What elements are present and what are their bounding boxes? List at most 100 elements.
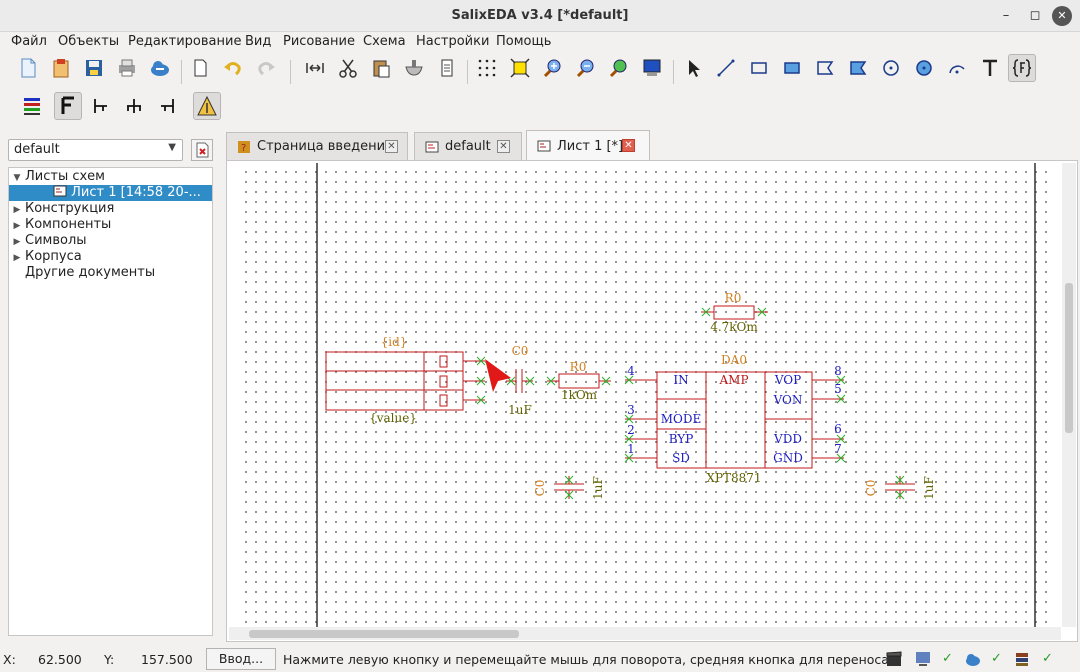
warning-road-icon[interactable] — [193, 92, 221, 120]
network-icon[interactable] — [912, 648, 934, 670]
books-icon[interactable] — [1011, 648, 1033, 670]
cloud-icon[interactable] — [146, 54, 174, 82]
filled-rect-tool-icon[interactable] — [778, 54, 806, 82]
tree-item-other-docs[interactable]: Другие документы — [9, 265, 155, 281]
save-icon[interactable] — [80, 54, 108, 82]
align-center-icon[interactable] — [120, 92, 148, 120]
chevron-right-icon: ▶ — [13, 253, 21, 263]
open-project-icon[interactable] — [47, 54, 75, 82]
filled-circle-tool-icon[interactable] — [910, 54, 938, 82]
zoom-area-icon[interactable] — [605, 54, 633, 82]
pin-end-marker — [836, 434, 846, 444]
screen-icon[interactable] — [638, 54, 666, 82]
menu-view[interactable]: Вид — [245, 34, 272, 49]
arc-tool-icon[interactable] — [943, 54, 971, 82]
select-pointer-icon[interactable] — [680, 54, 708, 82]
amp-pin-num: 8 — [834, 364, 842, 378]
vertical-scrollbar[interactable] — [1062, 163, 1076, 627]
amp-pin-name: BYP — [669, 432, 694, 446]
menu-schematic[interactable]: Схема — [363, 34, 406, 49]
tool-bowl-icon[interactable] — [400, 54, 428, 82]
close-tab-icon[interactable]: ✕ — [497, 140, 510, 153]
field-tool-icon[interactable] — [1008, 54, 1036, 82]
zoom-in-icon[interactable] — [539, 54, 567, 82]
tree-item-sheet-1[interactable]: Лист 1 [14:58 20-... — [9, 185, 212, 201]
maximize-button[interactable]: ◻ — [1029, 8, 1041, 23]
zoom-out-icon[interactable] — [572, 54, 600, 82]
tree-item-components[interactable]: ▶Компоненты — [9, 217, 112, 233]
new-file-icon[interactable] — [14, 54, 42, 82]
schematic-canvas[interactable]: R0 4.7kOm {id} {value} C0 1uF R0 1kOm DA… — [237, 163, 1055, 627]
minimize-button[interactable]: – — [1002, 8, 1010, 23]
tree-item-sheets[interactable]: ▼Листы схем — [9, 169, 105, 185]
scroll-thumb[interactable] — [249, 630, 519, 638]
chevron-right-icon: ▶ — [13, 205, 21, 215]
close-tab-icon[interactable]: ✕ — [385, 140, 398, 153]
grid-icon[interactable] — [473, 54, 501, 82]
tab-intro-page[interactable]: ? Страница введения ✕ — [226, 132, 408, 160]
menu-settings[interactable]: Настройки — [416, 34, 490, 49]
amp-pin-name: GND — [773, 451, 803, 465]
project-select[interactable]: default▼ — [8, 139, 183, 161]
project-panel: default▼ ▼Листы схем Лист 1 [14:58 20-..… — [8, 136, 216, 636]
font-f-icon[interactable] — [54, 92, 82, 120]
blank-page-icon[interactable] — [186, 54, 214, 82]
close-button[interactable]: ✕ — [1052, 6, 1072, 26]
filled-polygon-tool-icon[interactable] — [844, 54, 872, 82]
amp-part: XPT8871 — [706, 471, 761, 485]
tree-item-symbols[interactable]: ▶Символы — [9, 233, 87, 249]
pin-end-marker — [757, 307, 767, 317]
menu-draw[interactable]: Рисование — [283, 34, 355, 49]
cursor-arrow-icon — [485, 359, 511, 392]
menu-edit[interactable]: Редактирование — [128, 34, 242, 49]
r-top-value: 4.7kOm — [710, 320, 758, 334]
document-list-icon[interactable] — [433, 54, 461, 82]
circle-tool-icon[interactable] — [877, 54, 905, 82]
connector-pin-box — [439, 375, 448, 388]
line-tool-icon[interactable] — [712, 54, 740, 82]
input-button[interactable]: Ввод... — [206, 648, 276, 670]
pin-end-marker — [546, 376, 556, 386]
tree-item-design[interactable]: ▶Конструкция — [9, 201, 115, 217]
close-tab-icon[interactable]: ✕ — [622, 139, 635, 152]
mirror-icon[interactable] — [301, 54, 329, 82]
text-tool-icon[interactable] — [976, 54, 1004, 82]
rect-tool-icon[interactable] — [745, 54, 773, 82]
pin-end-marker — [476, 395, 486, 405]
amp-pin-num: 2 — [627, 423, 635, 437]
connector-pin-box — [439, 355, 448, 368]
tab-default[interactable]: default ✕ — [414, 132, 522, 160]
cap-ref: C0 — [512, 344, 529, 358]
status-bar: X: 62.500 Y: 157.500 Ввод... Нажмите лев… — [0, 646, 1080, 672]
horizontal-scrollbar[interactable] — [229, 627, 1061, 640]
undo-icon[interactable] — [219, 54, 247, 82]
amp-pin-num: 4 — [627, 364, 635, 378]
chevron-right-icon: ▶ — [13, 237, 21, 247]
tab-sheet-1[interactable]: Лист 1 [*] ✕ — [526, 130, 650, 161]
scroll-thumb[interactable] — [1065, 283, 1073, 433]
menu-objects[interactable]: Объекты — [58, 34, 120, 49]
polygon-tool-icon[interactable] — [811, 54, 839, 82]
pin-end-marker — [836, 453, 846, 463]
layers-icon[interactable] — [18, 92, 46, 120]
menu-file[interactable]: Файл — [11, 34, 47, 49]
window-title: SalixEDA v3.4 [*default] — [451, 8, 629, 23]
print-icon[interactable] — [113, 54, 141, 82]
connector-pin-box — [439, 394, 448, 407]
redo-icon[interactable] — [252, 54, 280, 82]
clapper-icon[interactable] — [883, 648, 905, 670]
paste-icon[interactable] — [367, 54, 395, 82]
align-left-icon[interactable] — [87, 92, 115, 120]
title-bar: SalixEDA v3.4 [*default] – ◻ ✕ — [0, 0, 1080, 32]
cloud-icon[interactable] — [962, 648, 984, 670]
zoom-fit-icon[interactable] — [506, 54, 534, 82]
tree-item-packages[interactable]: ▶Корпуса — [9, 249, 82, 265]
pin-end-marker — [624, 434, 634, 444]
x-label: X: — [3, 652, 16, 667]
chevron-down-icon: ▼ — [168, 142, 176, 153]
align-right-icon[interactable] — [153, 92, 181, 120]
menu-help[interactable]: Помощь — [496, 34, 552, 49]
cut-icon[interactable] — [334, 54, 362, 82]
delete-project-button[interactable] — [191, 139, 213, 161]
project-tree[interactable]: ▼Листы схем Лист 1 [14:58 20-... ▶Констр… — [8, 167, 213, 636]
